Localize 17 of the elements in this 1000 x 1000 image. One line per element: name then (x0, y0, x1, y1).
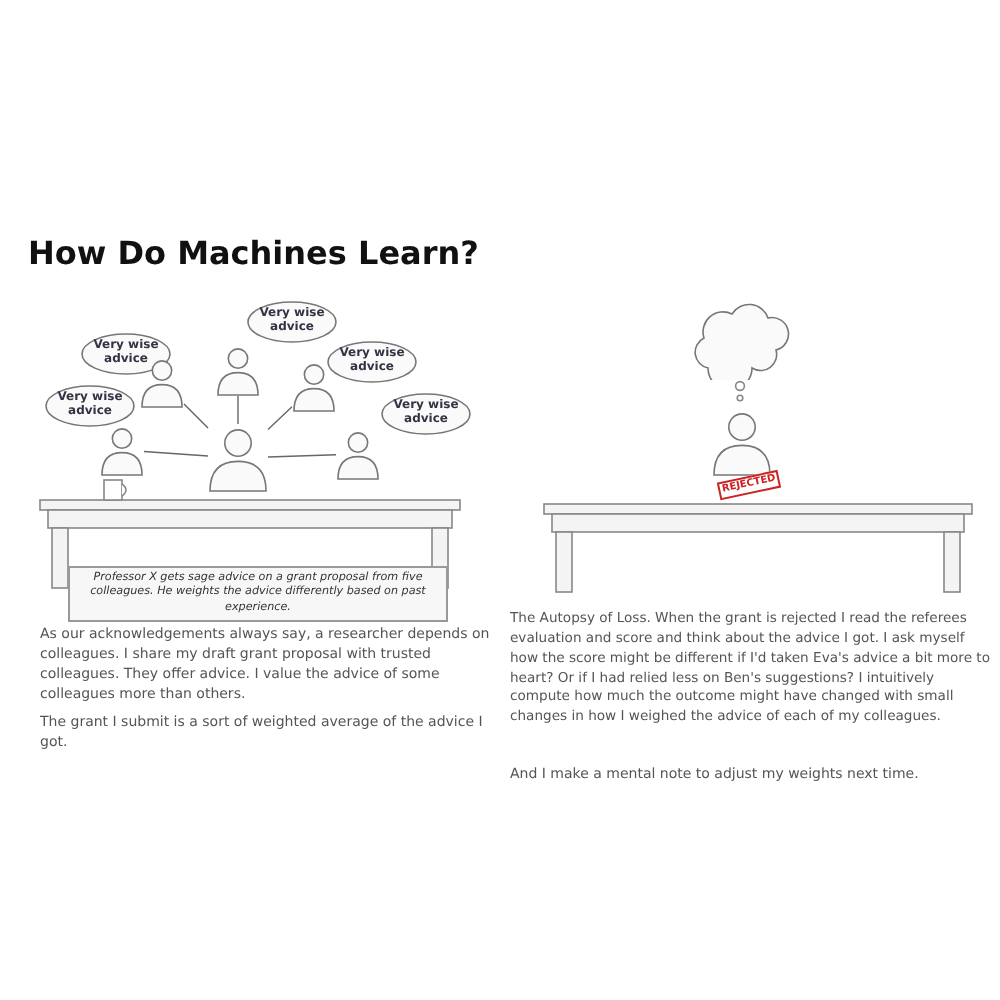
person-silhouette (100, 424, 144, 476)
person-silhouette (336, 428, 380, 480)
connector-line (143, 450, 209, 457)
speech-bubble (380, 392, 472, 436)
speech-bubble (44, 384, 136, 428)
title: How Do Machines Learn? (28, 234, 479, 272)
person-silhouette (712, 408, 772, 476)
speech-bubble (80, 332, 172, 376)
person-silhouette (292, 360, 336, 412)
connector-line (183, 403, 209, 429)
connector-line (267, 406, 293, 431)
speech-bubble (246, 300, 338, 344)
connector-line (267, 454, 337, 458)
person-silhouette (216, 344, 260, 396)
person-silhouette (208, 424, 268, 492)
speech-bubble (326, 340, 418, 384)
connector-line (237, 395, 239, 425)
